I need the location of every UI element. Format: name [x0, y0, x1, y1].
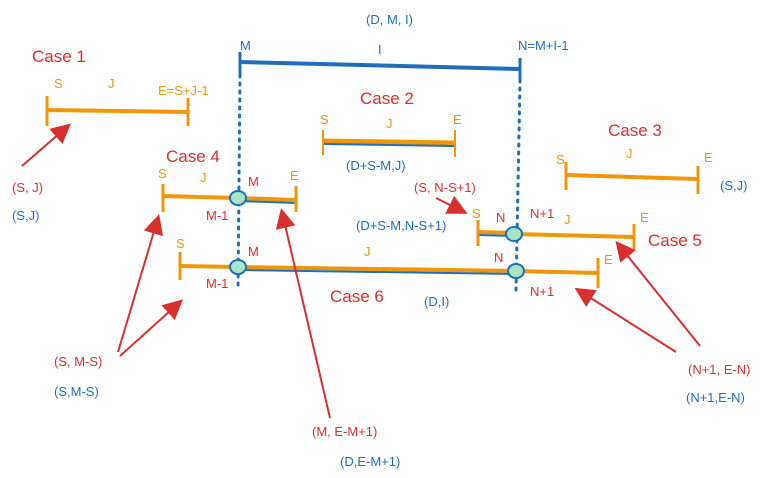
case1-s-label: S	[54, 76, 63, 91]
case5-e-label: E	[640, 210, 649, 225]
case4-m1-label: M-1	[206, 208, 228, 223]
case4-split-node	[229, 190, 247, 206]
left-arrow-to-case4	[117, 214, 164, 353]
case1-tuple: (S, J)	[12, 180, 43, 195]
case1-j-label: J	[108, 76, 115, 91]
case5-title: Case 5	[648, 231, 702, 250]
bottom-right-result: (N+1,E-N)	[686, 390, 745, 405]
case5-split-node	[505, 226, 523, 242]
case2-j-label: J	[386, 116, 393, 131]
case1-e-label: E=S+J-1	[158, 83, 209, 98]
case5-arrow	[435, 195, 468, 214]
case6-n-label: N	[494, 250, 503, 265]
case5-n-label: N	[496, 210, 505, 225]
case3-result: (S,J)	[720, 178, 747, 193]
case2-title: Case 2	[360, 89, 414, 108]
bottom-left-tuple: (S, M-S)	[54, 354, 102, 369]
case6-s-label: S	[176, 236, 185, 251]
case3-e-label: E	[704, 150, 713, 165]
bottom-mid-tuple: (M, E-M+1)	[312, 424, 377, 439]
left-arrow-to-case6	[119, 299, 183, 357]
case6-interval-left	[179, 264, 239, 269]
case4-interval-right	[237, 196, 297, 202]
case2-interval-blue	[322, 143, 456, 147]
case6-interval-middle-blue	[237, 269, 517, 275]
case1-interval	[46, 108, 189, 114]
case5-s-label: S	[472, 206, 481, 221]
top-tuple: (D, M, I)	[366, 12, 413, 27]
case2-interval	[322, 138, 456, 146]
mid-arrow-to-case4	[275, 208, 331, 419]
right-arrow-to-case5	[615, 240, 701, 347]
case6-j-label: J	[364, 244, 371, 259]
case3-title: Case 3	[608, 121, 662, 140]
case5-result: (D+S-M,N-S+1)	[356, 218, 446, 233]
case6-m-node	[229, 259, 247, 275]
case6-n-node	[507, 263, 525, 279]
case3-interval	[565, 173, 699, 181]
case4-interval-left	[162, 194, 239, 200]
case6-e-label: E	[604, 252, 613, 267]
right-arrow-to-case6	[574, 287, 677, 353]
case5-tuple: (S, N-S+1)	[414, 180, 476, 195]
top-interval-bar	[239, 60, 521, 71]
case4-interval-right-blue	[237, 200, 297, 204]
case1-title: Case 1	[32, 47, 86, 66]
top-n-label: N=M+I-1	[518, 38, 569, 53]
m-guide-dotted	[236, 73, 242, 292]
case2-result: (D+S-M,J)	[346, 158, 406, 173]
bottom-mid-result: (D,E-M+1)	[340, 454, 400, 469]
case4-m-label: M	[248, 174, 259, 189]
case1-arrow	[21, 123, 72, 167]
case5-interval-right	[513, 232, 635, 239]
case6-n1-label: N+1	[530, 284, 554, 299]
case4-j-label: J	[200, 170, 207, 185]
case1-result: (S,J)	[12, 208, 39, 223]
case4-s-label: S	[158, 166, 167, 181]
top-m-label: M	[240, 38, 251, 53]
case6-title: Case 6	[330, 287, 384, 306]
case4-title: Case 4	[166, 147, 220, 166]
case2-e-label: E	[453, 112, 462, 127]
case6-result: (D,I)	[424, 294, 449, 309]
bottom-right-tuple: (N+1, E-N)	[688, 362, 750, 377]
case6-interval-right	[515, 269, 599, 275]
case4-e-label: E	[290, 168, 299, 183]
case3-j-label: J	[626, 146, 633, 161]
case6-m1-label: M-1	[206, 276, 228, 291]
case5-j-label: J	[564, 212, 571, 227]
case2-s-label: S	[320, 112, 329, 127]
case6-interval-middle	[237, 265, 517, 273]
bottom-left-result: (S,M-S)	[54, 384, 99, 399]
top-i-label: I	[378, 42, 382, 57]
case6-m-label: M	[248, 244, 259, 259]
case3-s-label: S	[556, 152, 565, 167]
case5-n1-label: N+1	[530, 206, 554, 221]
n-guide-dotted	[514, 78, 522, 292]
